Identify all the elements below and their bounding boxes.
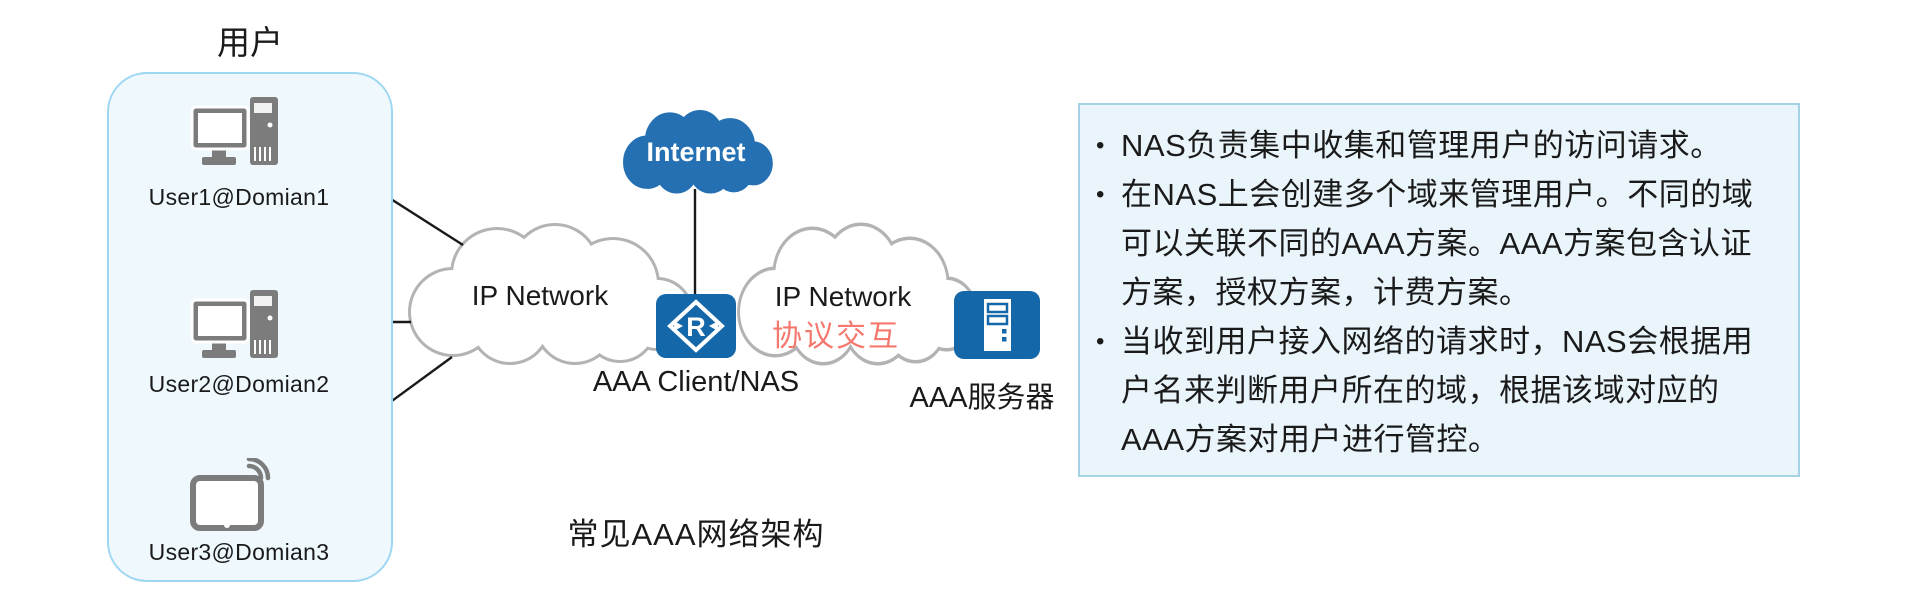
note-text: 可以关联不同的AAA方案。AAA方案包含认证 xyxy=(1121,226,1753,261)
ip-network-right-label: IP Network xyxy=(774,281,912,312)
protocol-interaction-label: 协议交互 xyxy=(772,320,900,353)
router-icon xyxy=(656,294,736,358)
note-line: • 在NAS上会创建多个域来管理用户。不同的域 xyxy=(1096,170,1784,219)
bullet-icon: • xyxy=(1096,328,1105,355)
desktop-computer-icon xyxy=(190,290,278,358)
ip-network-left-label: IP Network xyxy=(471,280,609,311)
bullet-icon: • xyxy=(1096,132,1105,159)
notes-panel: • NAS负责集中收集和管理用户的访问请求。 • 在NAS上会创建多个域来管理用… xyxy=(1078,103,1800,477)
router-letter: R xyxy=(686,312,706,342)
note-text: 当收到用户接入网络的请求时，NAS会根据用 xyxy=(1121,324,1754,359)
user2-label: User2@Domian2 xyxy=(148,371,330,397)
note-line: • 户名来判断用户所在的域，根据该域对应的 xyxy=(1096,366,1784,415)
note-text: 户名来判断用户所在的域，根据该域对应的 xyxy=(1121,373,1720,408)
note-text: 在NAS上会创建多个域来管理用户。不同的域 xyxy=(1121,177,1754,212)
aaa-server-label: AAA服务器 xyxy=(909,382,1055,414)
user3-label: User3@Domian3 xyxy=(148,539,330,565)
server-icon xyxy=(954,291,1040,359)
user1-label: User1@Domian1 xyxy=(148,184,330,210)
note-text: 方案，授权方案，计费方案。 xyxy=(1121,275,1531,310)
note-line: • 可以关联不同的AAA方案。AAA方案包含认证 xyxy=(1096,219,1784,268)
tablet-wifi-icon xyxy=(190,458,271,531)
note-line: • 方案，授权方案，计费方案。 xyxy=(1096,268,1784,317)
internet-label: Internet xyxy=(646,137,746,167)
note-line: • 当收到用户接入网络的请求时，NAS会根据用 xyxy=(1096,317,1784,366)
note-line: • NAS负责集中收集和管理用户的访问请求。 xyxy=(1096,121,1784,170)
nas-client-label: AAA Client/NAS xyxy=(592,366,800,398)
desktop-computer-icon xyxy=(190,97,278,165)
note-line: • AAA方案对用户进行管控。 xyxy=(1096,415,1784,464)
note-text: NAS负责集中收集和管理用户的访问请求。 xyxy=(1121,128,1722,163)
bullet-icon: • xyxy=(1096,181,1105,208)
diagram-caption: 常见AAA网络架构 xyxy=(567,517,825,552)
note-text: AAA方案对用户进行管控。 xyxy=(1121,422,1500,457)
users-group-title: 用户 xyxy=(217,24,283,61)
